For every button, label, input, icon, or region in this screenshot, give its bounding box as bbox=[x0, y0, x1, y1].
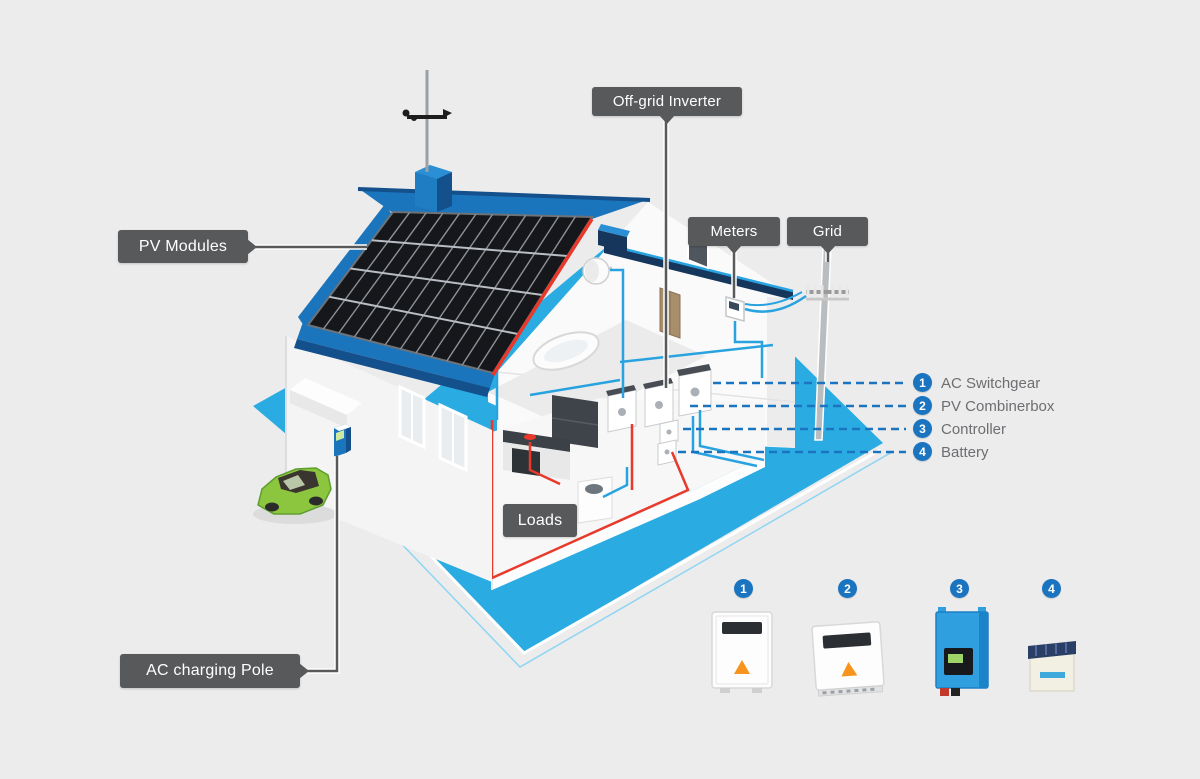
callout-meters-text: Meters bbox=[710, 223, 758, 240]
wall-box-c-ac-switchgear bbox=[677, 364, 712, 417]
charging-pole-unit bbox=[334, 424, 351, 457]
wall-box-d-controller bbox=[659, 419, 679, 446]
callout-loads-text: Loads bbox=[517, 511, 563, 529]
product-badge-2: 2 bbox=[838, 579, 857, 598]
callout-off-grid-inverter-text: Off-grid Inverter bbox=[612, 93, 722, 110]
legend-badge-4: 4 bbox=[913, 442, 932, 461]
callout-loads: Loads bbox=[503, 504, 577, 537]
product-badge-1: 1 bbox=[734, 579, 753, 598]
legend-item-ac-switchgear: AC Switchgear bbox=[941, 375, 1041, 392]
legend-dashed-lines bbox=[678, 381, 906, 454]
callout-off-grid-inverter: Off-grid Inverter bbox=[592, 87, 742, 124]
callout-pv-modules: PV Modules bbox=[118, 230, 257, 263]
legend-badge-3: 3 bbox=[913, 419, 932, 438]
leader-lines bbox=[252, 116, 831, 674]
wall-box-a bbox=[606, 385, 637, 433]
legend-item-controller: Controller bbox=[941, 421, 1007, 438]
callout-ac-charging-pole-text: AC charging Pole bbox=[146, 662, 274, 679]
meter-box bbox=[725, 296, 745, 322]
legend-badge-1: 1 bbox=[913, 373, 932, 392]
callout-pv-modules-text: PV Modules bbox=[138, 237, 228, 255]
legend-item-pv-combinerbox: PV Combinerbox bbox=[941, 398, 1055, 415]
callout-grid-text: Grid bbox=[812, 223, 843, 240]
wing-roof-fascia bbox=[598, 224, 794, 300]
grid-drop-wire bbox=[744, 294, 807, 313]
callout-ac-charging-pole: AC charging Pole bbox=[120, 654, 309, 688]
window bbox=[438, 402, 468, 473]
legend-badge-2: 2 bbox=[913, 396, 932, 415]
callout-grid: Grid bbox=[787, 217, 868, 254]
product-battery-photo bbox=[1028, 641, 1076, 692]
washing-machine bbox=[577, 476, 613, 524]
satellite-dish-icon bbox=[582, 257, 613, 285]
chimney bbox=[415, 165, 452, 212]
product-badge-3: 3 bbox=[950, 579, 969, 598]
cooktop bbox=[524, 434, 536, 440]
product-ac-switchgear-photo bbox=[711, 611, 773, 693]
kitchen bbox=[503, 395, 599, 480]
roof-front-slope bbox=[294, 204, 496, 397]
weather-station-icon bbox=[402, 70, 452, 172]
entry-door bbox=[659, 287, 681, 339]
window bbox=[398, 384, 426, 450]
pv-red-cable bbox=[491, 218, 594, 376]
pv-panel-array bbox=[306, 210, 594, 376]
porch-canopy bbox=[290, 378, 362, 428]
product-badge-4: 4 bbox=[1042, 579, 1061, 598]
product-pv-combinerbox-photo bbox=[811, 621, 885, 697]
product-controller-photo bbox=[935, 607, 989, 696]
callout-meters: Meters bbox=[688, 217, 780, 254]
legend-item-battery: Battery bbox=[941, 444, 989, 461]
charging-pole-leader bbox=[307, 456, 339, 673]
electric-car bbox=[253, 467, 337, 524]
